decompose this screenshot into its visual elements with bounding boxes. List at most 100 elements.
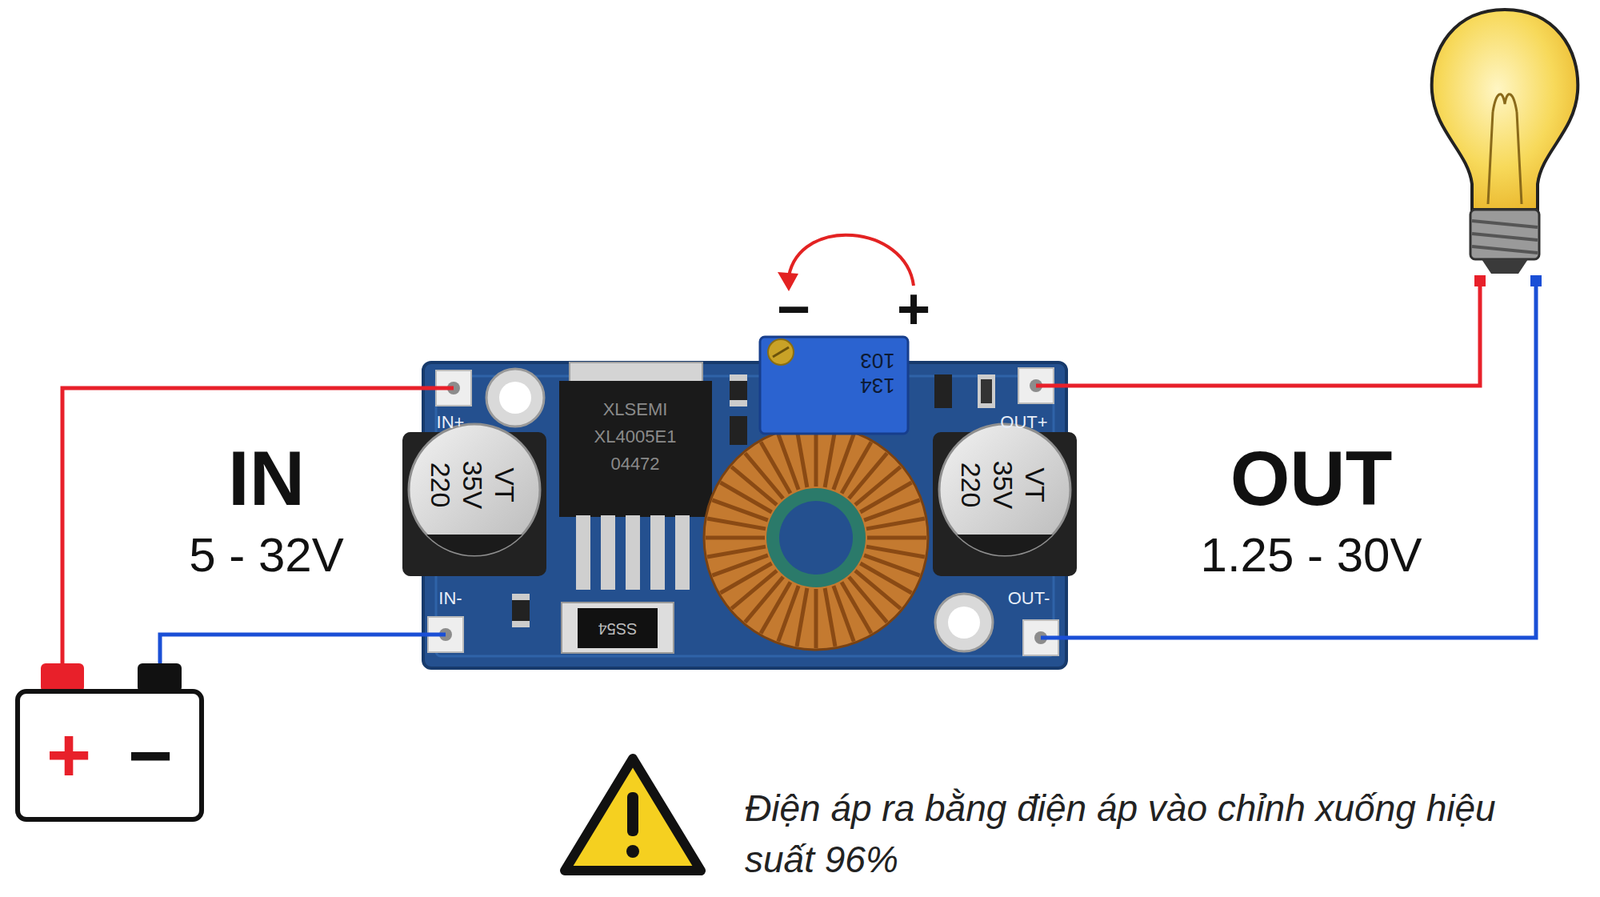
coil-winding [860, 563, 912, 593]
wire [1036, 284, 1480, 386]
smd-component [977, 374, 996, 408]
coil-winding [867, 536, 927, 540]
smd-component [980, 379, 992, 404]
battery-polarity: − [128, 716, 173, 794]
potentiometer [772, 347, 789, 357]
wire [62, 388, 454, 669]
note-text: Điện áp ra bằng điện áp vào chỉnh xuống … [744, 782, 1553, 886]
potentiometer-marking: 134 [860, 375, 895, 396]
coil-winding [824, 588, 836, 647]
light-bulb [1488, 94, 1522, 204]
diode-marking: SS54 [598, 620, 638, 637]
regulator-chip [650, 515, 665, 590]
smd-component [934, 374, 952, 408]
warning-sign [626, 844, 640, 858]
coil-winding [796, 588, 808, 647]
coil-winding [760, 581, 791, 633]
pin-name: IN+ [436, 413, 465, 432]
battery: +− [15, 688, 204, 822]
chip-marking: XL4005E1 [594, 428, 677, 446]
capacitor [930, 534, 1083, 567]
wire [160, 634, 446, 669]
coil-winding [796, 428, 808, 488]
wire [1040, 284, 1536, 638]
potentiometer [760, 336, 908, 434]
light-bulb [1472, 233, 1538, 240]
light-bulb [1432, 9, 1579, 210]
regulator-chip [559, 380, 712, 517]
coil-winding [705, 536, 765, 540]
inductor [766, 488, 866, 588]
coil-winding [833, 585, 854, 642]
capacitor-marking: VT [1021, 467, 1049, 502]
warning-sign [564, 758, 701, 871]
light-bulb [1432, 9, 1579, 274]
section-title: OUT [1230, 440, 1393, 517]
light-bulb [1481, 259, 1528, 274]
inductor [704, 425, 928, 650]
regulator-chip [600, 515, 616, 590]
smd-component [512, 593, 530, 628]
wire [1530, 275, 1542, 287]
coil-winding [866, 546, 925, 557]
light-bulb [1470, 209, 1540, 260]
capacitor [400, 534, 552, 567]
coil-winding [814, 588, 819, 648]
pin-name: OUT+ [1000, 413, 1048, 432]
smd-component [729, 400, 748, 407]
light-bulb [1472, 246, 1538, 253]
voltage-range: 1.25 - 30V [1200, 531, 1423, 580]
smd-component [512, 593, 530, 600]
chip-marking: XLSEMI [603, 400, 668, 419]
mounting-hole [486, 368, 544, 427]
battery-terminal [137, 663, 182, 692]
coil-winding [707, 546, 766, 557]
coil-winding [824, 428, 836, 488]
smd-component [729, 416, 748, 445]
warning-sign [627, 792, 639, 836]
inductor [704, 425, 928, 650]
coil-winding [707, 518, 766, 529]
battery-terminal [40, 663, 84, 692]
capacitor-marking: 35V [989, 460, 1017, 510]
potentiometer [760, 336, 908, 434]
capacitor-marking: 220 [427, 462, 455, 508]
inductor [779, 500, 853, 575]
wire [62, 275, 1542, 669]
wire [1474, 275, 1486, 287]
diode [561, 602, 674, 653]
pin-name: IN- [438, 589, 462, 608]
adjust-minus: − [776, 280, 811, 338]
coil-winding [744, 452, 784, 499]
light-bulb [1472, 220, 1538, 228]
mounting-hole [935, 593, 993, 652]
mounting-hole [499, 381, 532, 414]
section-title: IN [228, 440, 305, 517]
coil-winding [712, 555, 768, 576]
diode [577, 608, 658, 648]
regulator-chip [576, 515, 591, 590]
coil-winding [866, 518, 925, 529]
regulator-chip [569, 362, 703, 384]
smd-component [512, 620, 530, 628]
warning-sign [564, 758, 701, 871]
voltage-range: 5 - 32V [188, 531, 344, 580]
adjust-arrow [788, 235, 914, 286]
capacitor-marking: 220 [957, 462, 985, 508]
battery-terminal [40, 663, 182, 692]
diode [561, 602, 674, 653]
regulator-chip [625, 515, 640, 590]
coil-winding [848, 576, 888, 623]
coil-winding [841, 442, 872, 494]
coil-winding [855, 466, 901, 505]
coil-winding [720, 482, 772, 512]
capacitor-marking: 35V [459, 460, 487, 510]
coil-winding [731, 570, 777, 609]
inductor [705, 427, 927, 648]
coil-winding [814, 427, 819, 487]
smd-component [729, 374, 748, 407]
battery-polarity: + [46, 716, 92, 794]
coil-winding [864, 500, 920, 520]
potentiometer-marking: 103 [860, 350, 895, 372]
